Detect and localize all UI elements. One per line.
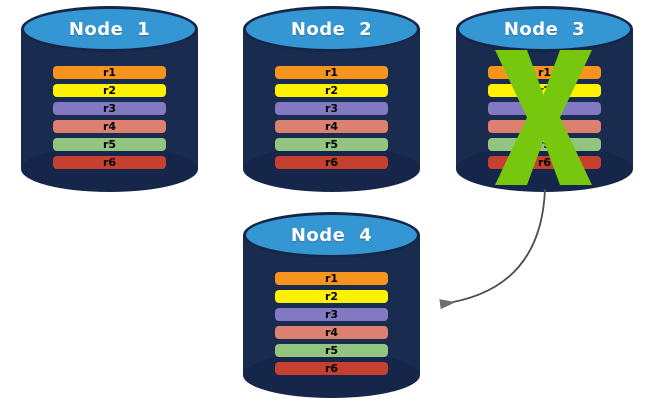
- cylinder-bottom: [21, 146, 198, 192]
- node-label: Node 2: [290, 18, 373, 40]
- row-r4: r4: [53, 120, 166, 133]
- row-r1: r1: [275, 66, 388, 79]
- failure-x-icon: [495, 50, 592, 185]
- cylinder-top: Node 4: [243, 212, 420, 258]
- row-stack: r1 r2 r3 r4 r5 r6: [53, 66, 166, 169]
- node-1: Node 1 r1 r2 r3 r4 r5 r6: [21, 6, 198, 192]
- row-r1: r1: [53, 66, 166, 79]
- failure-x-shape: [495, 50, 592, 185]
- node-4: Node 4 r1 r2 r3 r4 r5 r6: [243, 212, 420, 398]
- row-r3: r3: [53, 102, 166, 115]
- node-3: Node 3 r1 r2 r3 r4 r5 r6: [456, 6, 633, 192]
- row-stack: r1 r2 r3 r4 r5 r6: [275, 66, 388, 169]
- cylinder-top: Node 2: [243, 6, 420, 52]
- cylinder-bottom: [243, 352, 420, 398]
- row-r6: r6: [53, 156, 166, 169]
- row-r3: r3: [275, 308, 388, 321]
- row-r2: r2: [275, 290, 388, 303]
- cylinder-top: Node 1: [21, 6, 198, 52]
- row-r6: r6: [275, 362, 388, 375]
- cylinder-bottom: [243, 146, 420, 192]
- cylinder-bottom: [456, 146, 633, 192]
- row-r6: r6: [275, 156, 388, 169]
- row-r4: r4: [275, 326, 388, 339]
- cylinder-top: Node 3: [456, 6, 633, 52]
- row-stack: r1 r2 r3 r4 r5 r6: [275, 272, 388, 375]
- row-r3: r3: [275, 102, 388, 115]
- node-label: Node 4: [290, 224, 373, 246]
- node-label: Node 3: [503, 18, 586, 40]
- row-r5: r5: [275, 138, 388, 151]
- row-r5: r5: [275, 344, 388, 357]
- row-r2: r2: [275, 84, 388, 97]
- row-r4: r4: [275, 120, 388, 133]
- row-r5: r5: [53, 138, 166, 151]
- row-r2: r2: [53, 84, 166, 97]
- node-label: Node 1: [68, 18, 151, 40]
- row-r1: r1: [275, 272, 388, 285]
- node-2: Node 2 r1 r2 r3 r4 r5 r6: [243, 6, 420, 192]
- failover-arrow-path: [439, 188, 546, 310]
